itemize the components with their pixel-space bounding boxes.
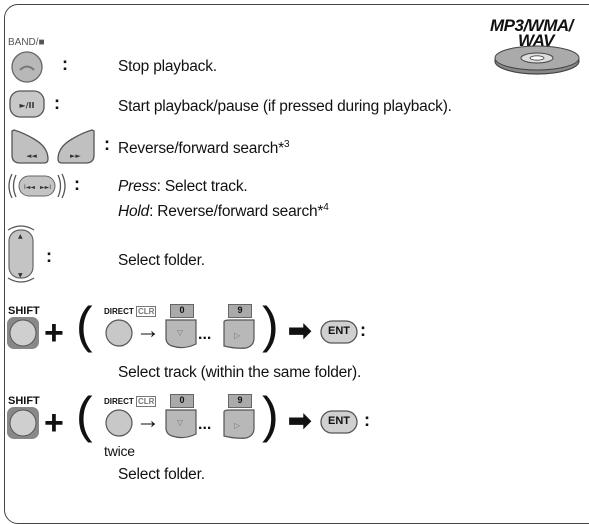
colon: : bbox=[104, 134, 110, 154]
svg-text:▷: ▷ bbox=[234, 331, 241, 340]
svg-text:▷: ▷ bbox=[234, 421, 241, 430]
reverse-forward-buttons-icon[interactable]: ◄◄ ►► bbox=[8, 125, 98, 167]
arrow-icon: → bbox=[136, 317, 160, 344]
hold-search-text: Hold: Reverse/forward search*4 bbox=[118, 202, 329, 221]
shift-label: SHIFT bbox=[8, 305, 40, 317]
colon: : bbox=[364, 410, 370, 430]
band-stop-label: BAND/■ bbox=[8, 37, 45, 48]
plus-sign: + bbox=[44, 404, 64, 442]
format-badge-line1: MP3/WMA/ bbox=[490, 16, 573, 35]
key-0-label: 0 bbox=[170, 394, 194, 408]
ent-label: ENT bbox=[328, 415, 350, 427]
ellipsis: ... bbox=[198, 326, 212, 343]
colon: : bbox=[74, 174, 80, 194]
svg-text:▲: ▲ bbox=[18, 233, 23, 240]
shift-button-icon[interactable] bbox=[6, 316, 40, 350]
direct-button-icon[interactable] bbox=[104, 318, 134, 348]
play-pause-button-icon[interactable]: ►/II bbox=[8, 89, 46, 119]
twice-label: twice bbox=[104, 443, 135, 459]
arrow-icon: ➡ bbox=[288, 315, 312, 346]
arrow-icon: ➡ bbox=[288, 405, 312, 436]
svg-text:▽: ▽ bbox=[177, 418, 184, 427]
plus-sign: + bbox=[44, 314, 64, 352]
play-pause-text: Start playback/pause (if pressed during … bbox=[118, 98, 452, 115]
select-track-same-folder-text: Select track (within the same folder). bbox=[118, 364, 362, 381]
shift-label: SHIFT bbox=[8, 395, 40, 407]
ent-label: ENT bbox=[328, 325, 350, 337]
key-0-button-icon[interactable]: ▽ bbox=[164, 408, 198, 440]
open-paren: ( bbox=[76, 297, 93, 353]
press-select-track-text: Press: Select track. bbox=[118, 178, 248, 195]
colon: : bbox=[62, 54, 68, 74]
key-0-label: 0 bbox=[170, 304, 194, 318]
colon: : bbox=[46, 246, 52, 266]
svg-text:◄◄: ◄◄ bbox=[26, 152, 37, 160]
panel-frame bbox=[4, 4, 589, 524]
key-9-button-icon[interactable]: ▷ bbox=[222, 318, 256, 350]
select-folder-caption: Select folder. bbox=[118, 466, 205, 483]
stop-playback-text: Stop playback. bbox=[118, 58, 217, 75]
shift-button-icon[interactable] bbox=[6, 406, 40, 440]
control-dial-icon[interactable]: I◄◄ ►►I bbox=[6, 170, 68, 202]
select-folder-text: Select folder. bbox=[118, 252, 205, 269]
ellipsis: ... bbox=[198, 416, 212, 433]
key-9-label: 9 bbox=[228, 394, 252, 408]
direct-label: DIRECT CLR bbox=[104, 306, 157, 317]
colon: : bbox=[54, 93, 60, 113]
svg-text:I◄◄: I◄◄ bbox=[24, 184, 35, 191]
up-down-dial-icon[interactable]: ▲ ▼ bbox=[4, 222, 40, 286]
reverse-forward-search-text: Reverse/forward search*3 bbox=[118, 139, 290, 158]
format-badge-line2: WAV bbox=[518, 31, 554, 50]
svg-text:▽: ▽ bbox=[177, 328, 184, 337]
key-9-label: 9 bbox=[228, 304, 252, 318]
band-stop-button-icon[interactable] bbox=[10, 50, 46, 84]
direct-label: DIRECT CLR bbox=[104, 396, 157, 407]
key-0-button-icon[interactable]: ▽ bbox=[164, 318, 198, 350]
close-paren: ) bbox=[262, 387, 279, 443]
colon: : bbox=[360, 320, 366, 340]
key-9-button-icon[interactable]: ▷ bbox=[222, 408, 256, 440]
svg-text:▼: ▼ bbox=[18, 272, 23, 279]
ent-button-icon[interactable] bbox=[320, 410, 358, 434]
direct-button-icon[interactable] bbox=[104, 408, 134, 438]
close-paren: ) bbox=[262, 297, 279, 353]
ent-button-icon[interactable] bbox=[320, 320, 358, 344]
svg-text:►►: ►► bbox=[70, 152, 81, 160]
arrow-icon: → bbox=[136, 407, 160, 434]
open-paren: ( bbox=[76, 387, 93, 443]
svg-text:►►I: ►►I bbox=[40, 184, 51, 191]
disc-icon bbox=[494, 45, 580, 75]
svg-text:►/II: ►/II bbox=[19, 101, 34, 110]
